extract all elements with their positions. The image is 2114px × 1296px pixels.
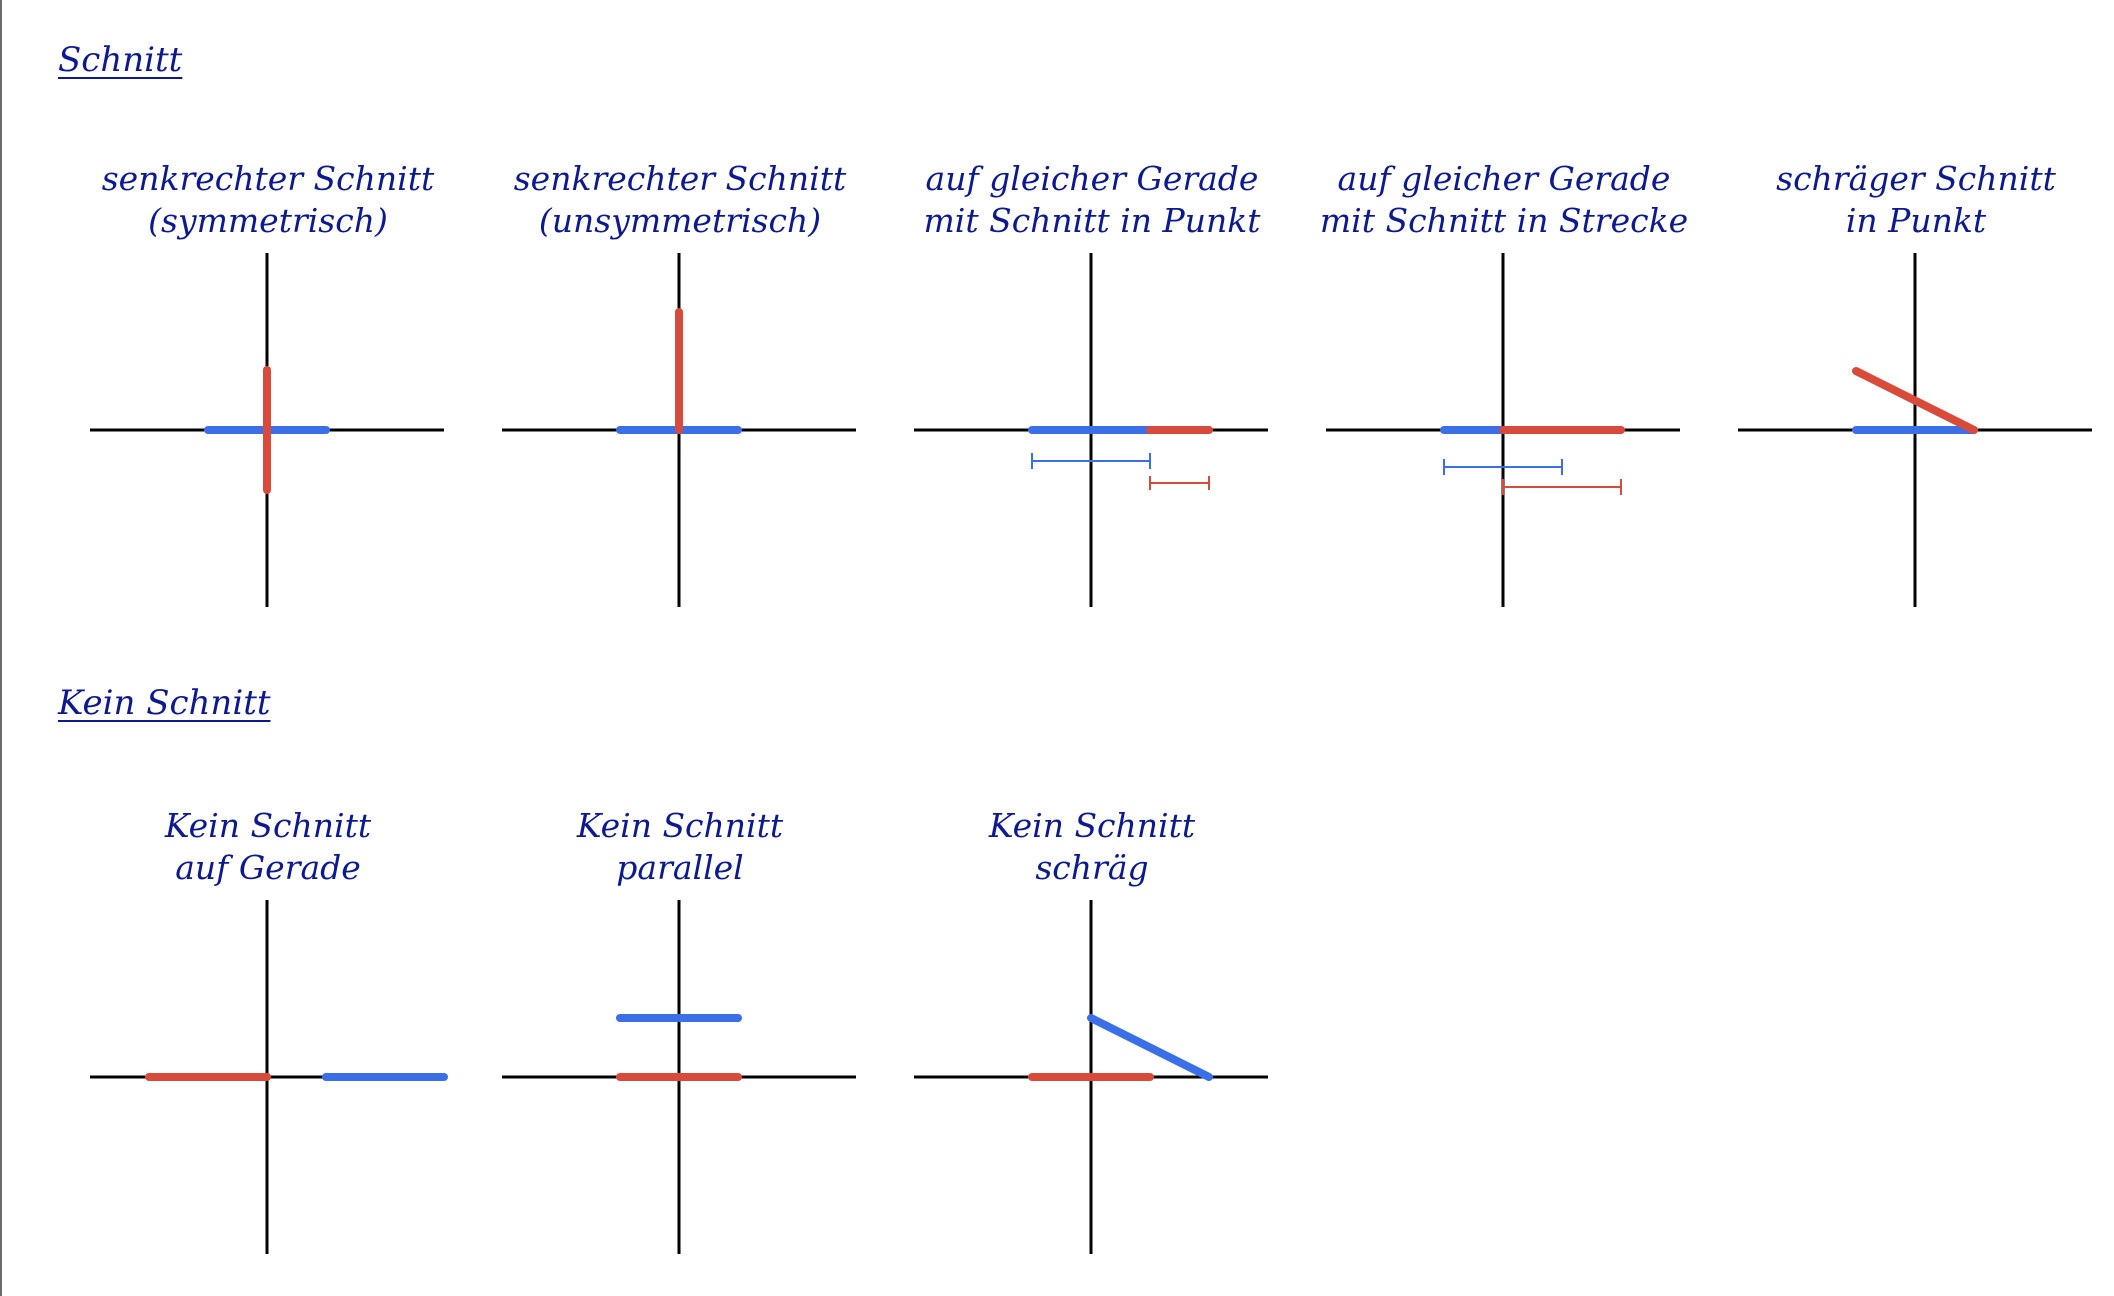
diagram-kein-gerade [90,900,448,1254]
section-title-schnitt: Schnitt [58,40,183,80]
diagram-gerade-strecke [1326,253,1680,607]
section-title-kein-schnitt: Kein Schnitt [58,683,271,723]
label-senkrecht-symmetrisch: senkrechter Schnitt (symmetrisch) [101,159,435,240]
label-kein-schraeg: Kein Schnitt schräg [988,806,1196,887]
label-gerade-punkt: auf gleicher Gerade mit Schnitt in Punkt [923,159,1261,240]
label-schraeg-punkt: schräger Schnitt in Punkt [1776,159,2056,240]
blue-segment [1087,1014,1213,1081]
label-gerade-strecke: auf gleicher Gerade mit Schnitt in Strec… [1319,159,1689,240]
label-kein-gerade: Kein Schnitt auf Gerade [164,806,372,887]
left-margin-rule [0,0,2,1296]
diagram-senkrecht-symmetrisch [90,253,444,607]
label-kein-parallel: Kein Schnitt parallel [576,806,784,887]
blue-extent-marker [1031,453,1151,469]
red-segment [1852,367,1978,434]
diagram-gerade-punkt [914,253,1268,607]
blue-extent-marker [1443,459,1563,475]
label-senkrecht-unsymmetrisch: senkrechter Schnitt (unsymmetrisch) [513,159,847,240]
diagram-kein-schraeg [914,900,1268,1254]
diagram-schraeg-punkt [1738,253,2092,607]
diagram-kein-parallel [502,900,856,1254]
red-extent-marker [1502,479,1622,495]
diagram-senkrecht-unsymmetrisch [502,253,856,607]
red-extent-marker [1149,476,1210,490]
